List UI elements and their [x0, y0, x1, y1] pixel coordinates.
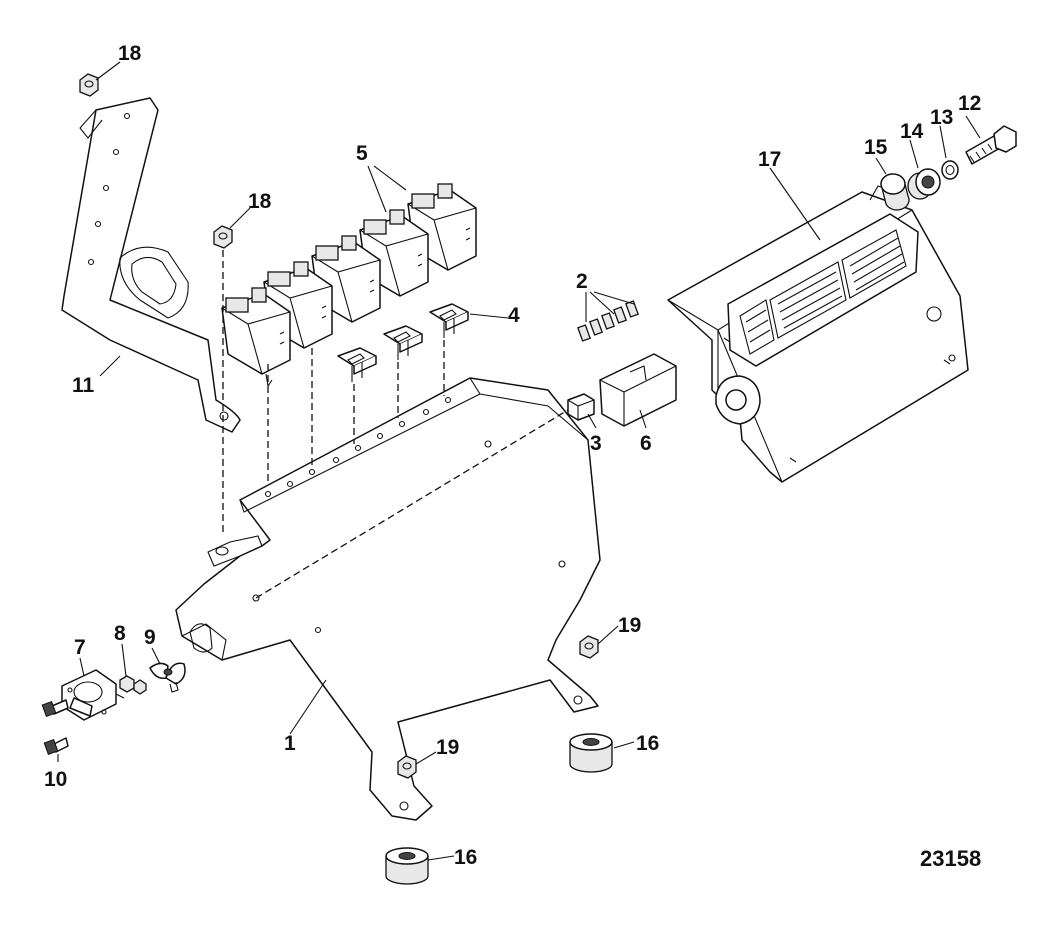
- callout-15: 15: [864, 136, 888, 159]
- part-14-grommet: [907, 168, 941, 200]
- callout-10: 10: [44, 768, 67, 791]
- part-16-spacer-bottom: [385, 847, 429, 885]
- callout-19-right: 19: [618, 614, 641, 637]
- callout-9: 9: [144, 626, 156, 649]
- callout-1: 1: [284, 732, 296, 755]
- part-12-bolt: [965, 125, 1017, 165]
- callout-3: 3: [590, 432, 602, 455]
- part-1-main-panel: [175, 377, 601, 821]
- callout-19-bottom: 19: [436, 736, 459, 759]
- part-19-nut-right: [579, 635, 599, 659]
- part-10-screws: [41, 699, 69, 755]
- ecm-pin-grid: [745, 237, 905, 343]
- part-6-fuse-holder: [599, 353, 677, 427]
- part-7-circuit-breaker: [61, 669, 125, 721]
- callout-13: 13: [930, 106, 953, 129]
- assembly-lines: [222, 250, 569, 599]
- part-3-connector: [567, 393, 595, 421]
- leader-lines: [57, 61, 981, 861]
- part-4-clips: [337, 303, 469, 382]
- callout-6: 6: [640, 432, 652, 455]
- drawing-reference-number: 23158: [920, 846, 981, 871]
- part-15-bushing: [880, 173, 910, 211]
- part-16-spacer-right: [569, 733, 613, 773]
- part-8-nut: [119, 675, 147, 695]
- callout-14: 14: [900, 120, 924, 143]
- part-9-wing-nut: [149, 662, 186, 693]
- part-17-ecm-module: [667, 185, 969, 483]
- callout-17: 17: [758, 148, 781, 171]
- part-13-washer: [941, 160, 959, 180]
- part-18-nut-top: [79, 73, 99, 97]
- callout-2: 2: [576, 270, 588, 293]
- callout-18-middle: 18: [248, 190, 272, 213]
- callout-7: 7: [74, 636, 86, 659]
- part-19-nut-bottom: [397, 755, 417, 779]
- callout-5: 5: [356, 142, 368, 165]
- callout-labels: 1 2 3 4 5 6 7 8 9 10 11 12 13 14 15 16 1…: [44, 42, 981, 869]
- part-2-fuses: [577, 300, 639, 342]
- callout-16-bottom: 16: [454, 846, 477, 869]
- callout-18-top: 18: [118, 42, 142, 65]
- part-5-relays: [221, 183, 477, 388]
- callout-4: 4: [508, 304, 520, 327]
- callout-16-right: 16: [636, 732, 659, 755]
- callout-11: 11: [72, 374, 95, 397]
- part-18-nut-middle: [213, 225, 233, 249]
- callout-12: 12: [958, 92, 981, 115]
- callout-8: 8: [114, 622, 126, 645]
- part-11-bracket: [61, 97, 241, 433]
